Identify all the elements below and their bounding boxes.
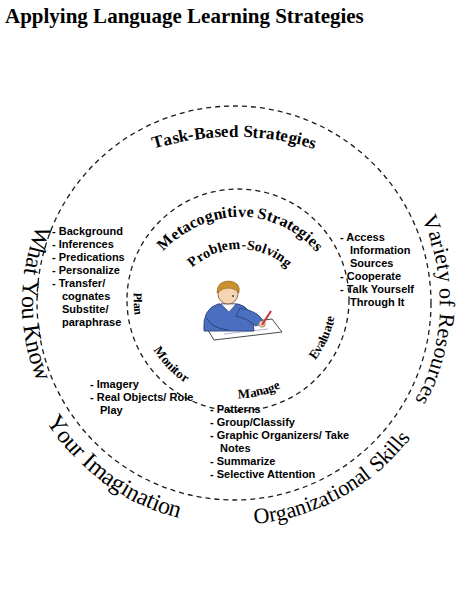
dashed-ring [127,189,349,411]
arc-glyph: e [246,204,255,221]
arc-glyph: o [436,288,458,300]
child-collar [221,304,236,312]
strategy-item: - Personalize [52,264,162,277]
strategy-item: - Summarize [210,455,370,468]
side-label: Variety of Resources [392,205,458,417]
strategy-item: - Background [52,225,162,238]
arc-glyph: e [221,123,229,140]
arc-glyph: d [229,123,238,140]
arc-glyph: Y [18,279,43,298]
arc-glyph: m [228,238,241,253]
strategy-list: - Imagery- Real Objects/ Role Play [90,378,200,417]
child-eye [232,295,234,297]
arc-glyph [238,123,243,140]
pencil [262,311,271,325]
arc-glyph: s [214,123,222,140]
arc-glyph: S [243,123,253,140]
step-word: Evaluate [306,307,349,371]
strategy-item: - Graphic Organizers/ Take Notes [210,429,355,455]
arc-glyph: n [132,307,145,315]
circle-heading: Task-Based Strategies [143,123,327,168]
circle-heading: Metacognitive Strategies [155,204,328,268]
arc-glyph: u [18,307,43,320]
inner-circle: Metacognitive StrategiesProblem-SolvingP… [126,188,350,412]
arc-glyph: e [221,239,230,254]
core-heading: Problem-Solving [184,238,297,282]
arc-glyph: f [436,300,458,307]
arc-glyph [436,307,458,313]
step-word: Plan [120,284,145,324]
child-arm [207,318,228,330]
strategy-item: - Talk Yourself Through It [340,283,445,309]
arc-glyph: o [18,296,42,308]
strategy-item: - Imagery [90,378,200,391]
circle-outline [126,188,350,412]
strategy-item: - Cooperate [340,270,450,283]
strategy-item: - Selective Attention [210,468,370,481]
strategy-item: - Predications [52,251,162,264]
arc-glyph: i [232,204,237,220]
strategy-item: - Inferences [52,238,162,251]
step-word: Monitor [142,343,194,395]
diagram-title: Applying Language Learning Strategies [5,4,364,29]
arc-glyph: v [238,204,246,220]
strategy-item: - Real Objects/ Role Play [90,391,195,417]
child-hair [217,281,239,293]
arc-glyph: B [193,124,206,142]
side-label: What You Know [0,210,54,399]
arc-glyph: a [205,124,215,142]
strategy-item: - Group/Classify [210,416,370,429]
strategy-item: - Patterns [210,403,370,416]
arc-glyph: P [132,292,144,300]
arc-glyph: y [434,270,457,284]
strategy-item: - Access Information Sources [340,231,430,270]
arc-glyph [435,281,457,288]
arc-glyph: R [435,312,458,328]
arc-glyph: - [241,238,246,252]
strategy-item: - Transfer/ cognates Substite/ paraphras… [52,277,142,329]
strategy-list: - Access Information Sources- Cooperate-… [340,231,450,309]
side-label: Your Imagination [24,407,197,545]
strategy-list: - Background- Inferences- Predications- … [52,225,162,329]
arc-glyph: t [226,204,233,220]
strategy-list: - Patterns- Group/Classify- Graphic Orga… [210,403,370,481]
